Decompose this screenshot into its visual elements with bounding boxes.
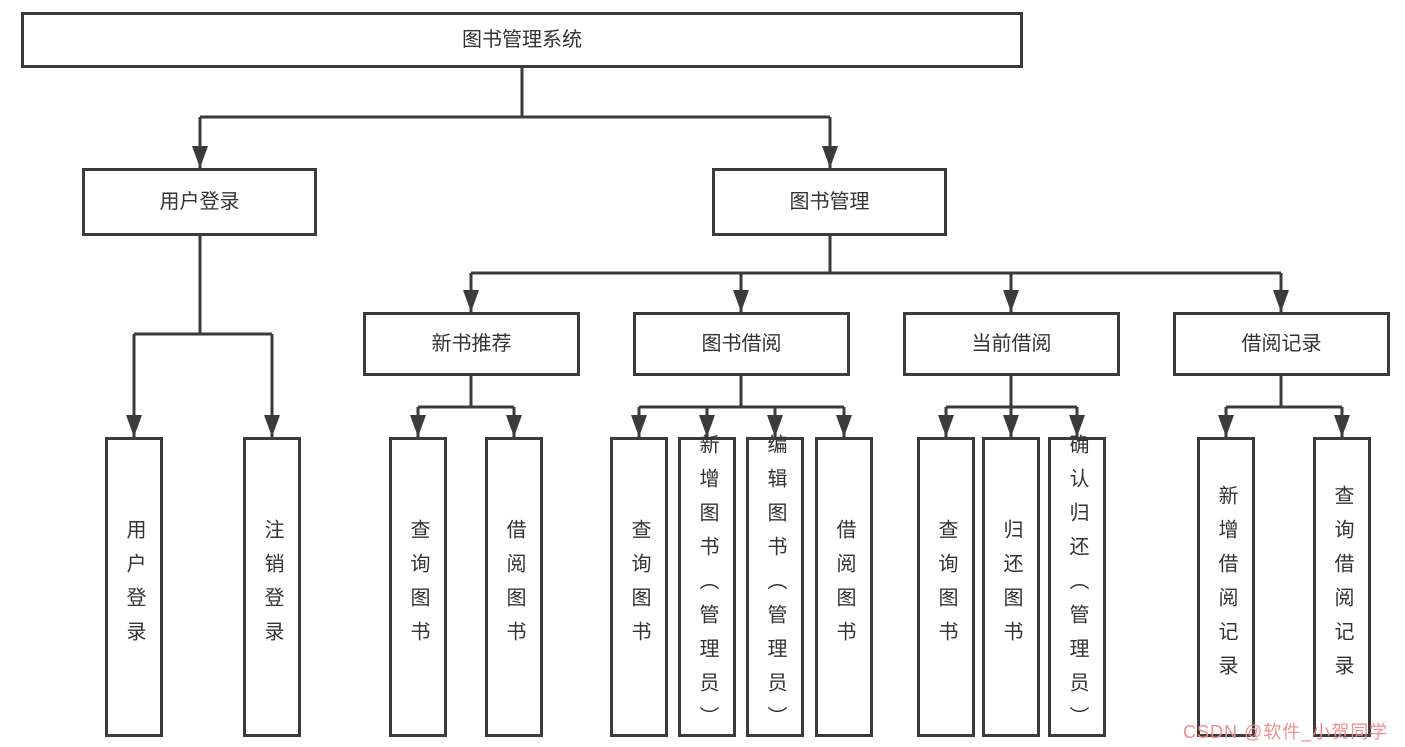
arrowheads	[126, 146, 1350, 437]
connector-user-login-children	[132, 236, 274, 437]
leaf-label: 确认归还（管理员）	[1066, 434, 1088, 740]
leaf-edit-book-admin: 编辑图书（管理员）	[746, 434, 804, 740]
leaf-borrow-book: 借阅图书	[815, 437, 873, 737]
node-label: 借阅记录	[1241, 333, 1322, 355]
leaf-borrow-book-recommend: 借阅图书	[485, 437, 543, 737]
connector-book-borrow-children	[637, 376, 846, 437]
leaf-label: 查询借阅记录	[1331, 485, 1353, 689]
leaf-confirm-return-admin: 确认归还（管理员）	[1048, 434, 1106, 740]
connector-book-management-children	[469, 236, 1283, 312]
leaf-label: 新增图书（管理员）	[696, 434, 718, 740]
leaf-return-book: 归还图书	[982, 437, 1040, 737]
node-label: 当前借阅	[971, 333, 1052, 355]
connector-new-book-recommend-children	[416, 376, 516, 437]
leaf-label: 新增借阅记录	[1215, 485, 1237, 689]
leaf-label: 注销登录	[261, 519, 283, 655]
leaf-label: 查询图书	[407, 519, 429, 655]
connector-borrow-record-children	[1224, 376, 1344, 437]
leaf-query-book-recommend: 查询图书	[389, 437, 447, 737]
leaf-logout: 注销登录	[243, 437, 301, 737]
leaf-label: 借阅图书	[833, 519, 855, 655]
leaf-add-borrow-record: 新增借阅记录	[1197, 437, 1255, 737]
node-book-borrow: 图书借阅	[633, 312, 850, 376]
watermark: CSDN @软件_小贺同学	[1183, 722, 1389, 742]
leaf-add-book-admin: 新增图书（管理员）	[678, 434, 736, 740]
node-current-borrow: 当前借阅	[903, 312, 1120, 376]
leaf-query-book-current: 查询图书	[917, 437, 975, 737]
node-label: 图书管理	[789, 191, 870, 213]
node-book-management: 图书管理	[712, 168, 947, 236]
leaf-label: 借阅图书	[503, 519, 525, 655]
node-label: 用户登录	[159, 191, 240, 213]
leaf-label: 查询图书	[628, 519, 650, 655]
connector-root-to-level2	[198, 68, 832, 168]
leaf-label: 查询图书	[935, 519, 957, 655]
node-new-book-recommend: 新书推荐	[363, 312, 580, 376]
node-label: 新书推荐	[431, 333, 512, 355]
node-label: 图书管理系统	[462, 29, 582, 51]
leaf-user-login: 用户登录	[105, 437, 163, 737]
node-label: 图书借阅	[701, 333, 782, 355]
leaf-query-borrow-record: 查询借阅记录	[1313, 437, 1371, 737]
leaf-label: 编辑图书（管理员）	[764, 434, 786, 740]
leaf-query-book-borrow: 查询图书	[610, 437, 668, 737]
node-borrow-record: 借阅记录	[1173, 312, 1390, 376]
node-root-library-system: 图书管理系统	[21, 12, 1023, 68]
node-user-login: 用户登录	[82, 168, 317, 236]
leaf-label: 用户登录	[123, 519, 145, 655]
leaf-label: 归还图书	[1000, 519, 1022, 655]
